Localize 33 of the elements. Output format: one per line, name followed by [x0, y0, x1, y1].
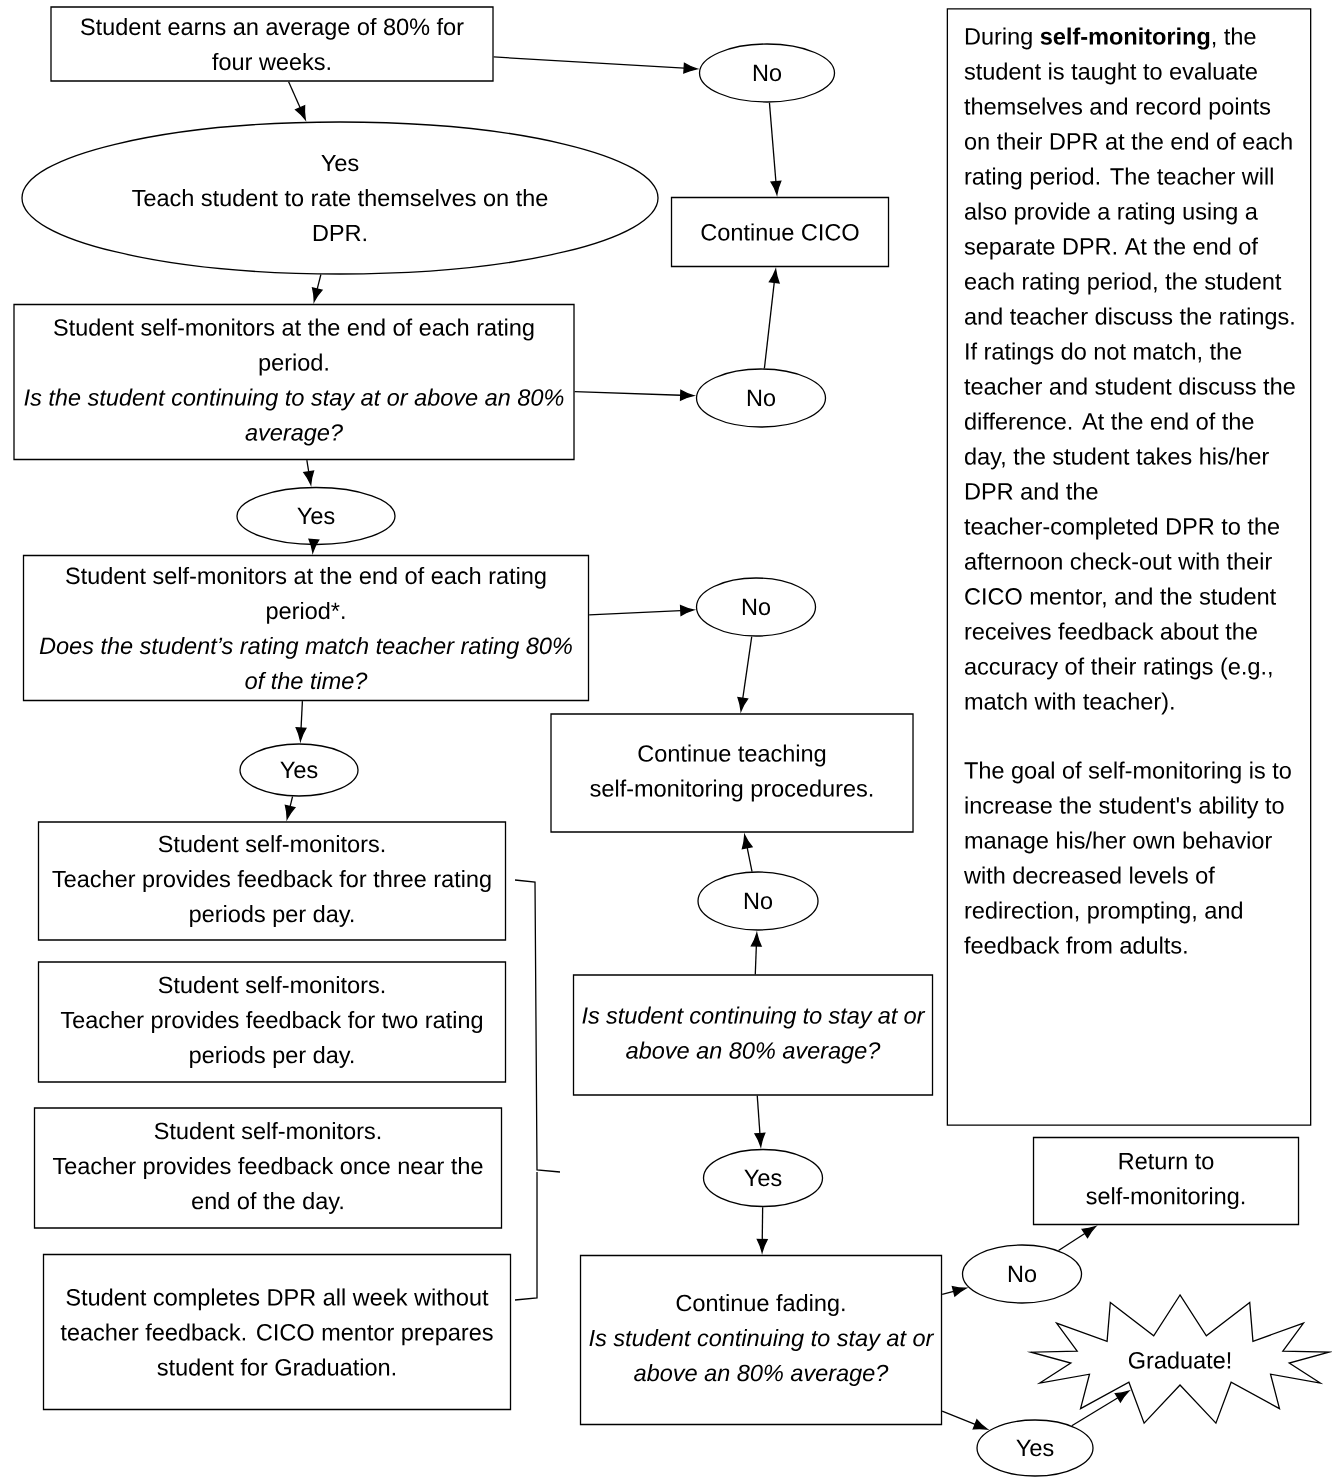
process-box: Student completes DPR all week without teacher feedback. CICO mentor prepares student for Graduation. [42, 1253, 512, 1411]
arrow [763, 269, 780, 370]
arrow [941, 1286, 967, 1297]
process-box: Is student continuing to stay at or above an 80% average? [572, 974, 934, 1096]
arrow [737, 635, 753, 712]
process-box: Continue teaching self-monitoring procedures. [550, 713, 914, 833]
arrow [1071, 1390, 1130, 1427]
process-box: Student self-monitors. Teacher provides feedback for three rating periods per day. [37, 821, 507, 941]
arrow [941, 1410, 988, 1430]
arrow [754, 1095, 766, 1147]
process-box: Student self-monitors. Teacher provides feedback once near the end of the day. [33, 1107, 503, 1229]
process-box: Student earns an average of 80% for four weeks. [50, 6, 494, 82]
arrow [493, 56, 698, 74]
arrow [574, 389, 694, 401]
process-box: Continue CICO [670, 196, 890, 268]
text-box: During self-monitoring, the student is taught to evaluate themselves and record points on their DPR at the end of each rating period. The teacher will also provide a rating using a separate DPR. At the end of each rating period, the student and teacher discuss the ratings. If ratings do not match, the teacher and student discuss the difference. At the end of the day, the student takes his/her DPR and the teacher-completed DPR to the afternoon check-out with their CICO mentor, and the student receives feedback about the accuracy of their ratings (e.g., match with teacher). The goal of self-monitoring is to increase the student's ability to manage his/her own behavior with decreased levels of redirection, prompting, and feedback from adults. [946, 8, 1312, 1126]
process-box: Return to self-monitoring. [1032, 1136, 1300, 1226]
arrow [295, 700, 307, 742]
arrow [287, 81, 306, 120]
process-box: Continue fading. Is student continuing to stay at or above an 80% average? [579, 1254, 943, 1426]
arrow [588, 605, 695, 617]
arrow [756, 1206, 768, 1253]
arrow [768, 101, 782, 195]
arrow [308, 538, 320, 553]
arrow [741, 834, 753, 873]
process-box: Student self-monitors at the end of each rating period. Is the student continuing to stay at or above an 80% average? [13, 303, 575, 461]
process-box: Student self-monitors. Teacher provides feedback for two rating periods per day. [37, 961, 507, 1083]
arrow [303, 459, 315, 485]
process-box: Student self-monitors at the end of each rating period*. Does the student’s rating match teacher rating 80% of the time? [22, 554, 590, 702]
arrow [750, 932, 762, 975]
arrow [1057, 1225, 1097, 1252]
arrow [311, 273, 323, 302]
arrow [284, 795, 296, 820]
